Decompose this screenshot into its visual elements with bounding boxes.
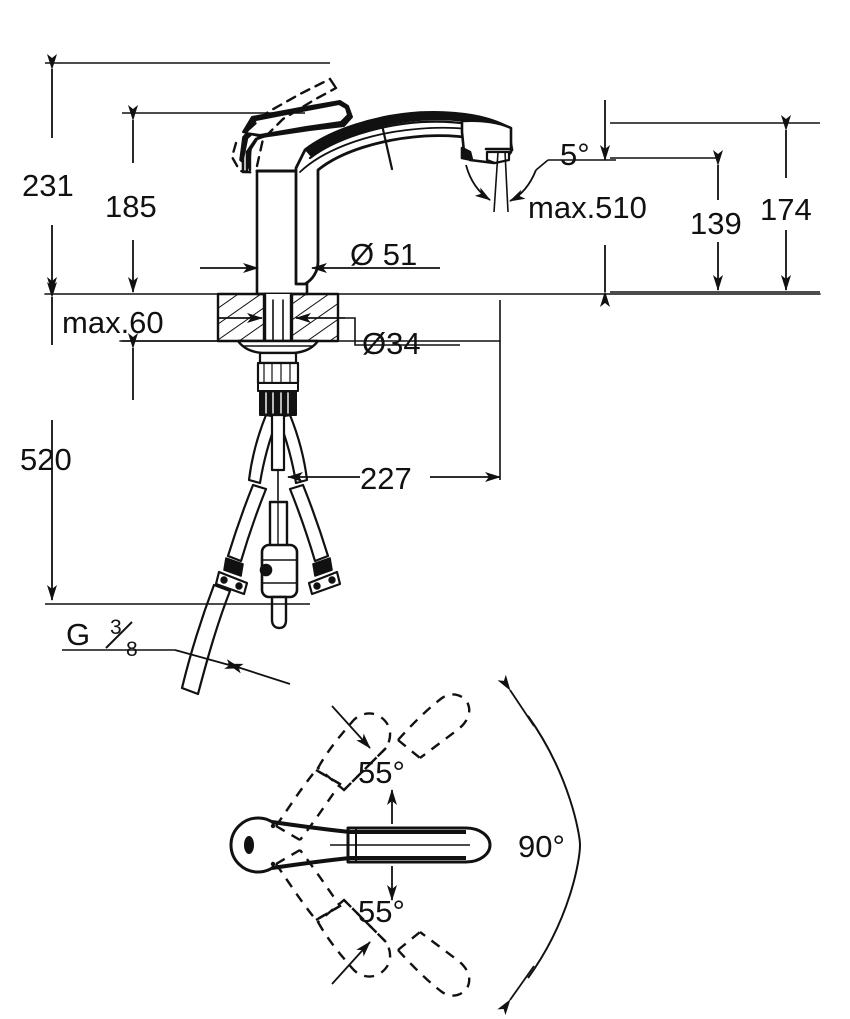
dim-arc-5deg-right — [509, 169, 537, 202]
dimension-227 — [287, 300, 501, 482]
label-g38-g: G — [66, 617, 90, 652]
label-139: 139 — [690, 206, 742, 241]
plan-view-swivel — [229, 674, 582, 1016]
supply-tail-left — [180, 583, 232, 696]
dim-arrow-90-top — [497, 674, 535, 727]
label-520: 520 — [20, 442, 72, 477]
label-90deg: 90° — [518, 829, 565, 864]
label-max60: max.60 — [62, 305, 164, 340]
leader-dia34 — [345, 317, 460, 346]
plan-rotated-positions — [275, 693, 471, 997]
lever-raised-dashed — [230, 77, 338, 175]
label-g38: G 3 8 — [66, 616, 138, 661]
dim-arc-5deg-left — [465, 164, 491, 201]
hose-center — [270, 413, 286, 472]
dim-arrow-55-lower-out — [331, 941, 371, 985]
dim-arc-90deg — [527, 715, 582, 979]
label-g38-denominator: 8 — [126, 638, 138, 661]
dimension-lines-left — [45, 54, 330, 605]
dimension-lines-right — [600, 100, 820, 307]
label-55deg-upper: 55° — [358, 755, 405, 790]
label-dia51: Ø 51 — [350, 237, 417, 272]
label-g38-numerator: 3 — [110, 616, 122, 639]
label-5deg: 5° — [560, 137, 590, 172]
plan-lever-slot — [244, 836, 254, 854]
supply-hose-right — [288, 483, 330, 563]
mounting-washer — [236, 339, 320, 355]
dimension-dia34 — [218, 313, 460, 346]
dim-arrow-55-upper-out — [331, 705, 371, 749]
label-227: 227 — [360, 461, 412, 496]
supply-hose-left — [226, 483, 268, 563]
faucet-elevation-geometry — [44, 77, 821, 696]
label-max510: max.510 — [528, 190, 647, 225]
label-55deg-lower: 55° — [358, 894, 405, 929]
leader-g38 — [62, 649, 291, 685]
label-231: 231 — [22, 168, 74, 203]
label-185: 185 — [105, 189, 157, 224]
label-dia34: Ø34 — [362, 326, 421, 361]
label-174: 174 — [760, 192, 812, 227]
dim-arrow-90-bottom — [497, 965, 535, 1016]
dim-arrow-g38-b — [227, 663, 291, 685]
